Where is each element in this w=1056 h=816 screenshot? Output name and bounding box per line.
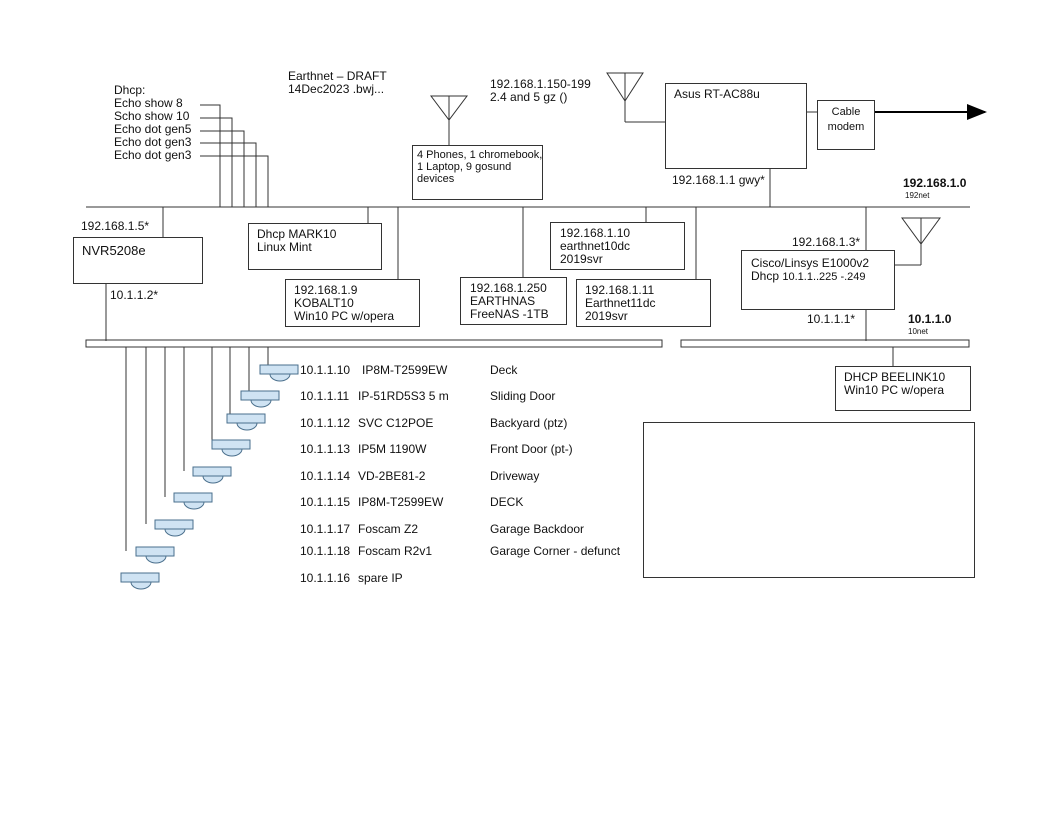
camera-location: Driveway [490, 469, 540, 483]
cisco-router-box: Cisco/Linsys E1000v2 Dhcp 10.1.1..225 -.… [741, 250, 895, 310]
camera-ip: 10.1.1.15 [300, 495, 351, 509]
router-gateway: 192.168.1.1 gwy* [672, 173, 765, 187]
diagram-date: 14Dec2023 .bwj... [288, 82, 385, 96]
camera-location: Deck [490, 363, 518, 377]
camera-model: spare IP [358, 571, 403, 585]
bus-10net-left [85, 339, 663, 348]
earthnas-line: FreeNAS -1TB [470, 307, 549, 321]
camera-ip: 10.1.1.11 [300, 389, 350, 403]
earthnet10dc-line: earthnet10dc [560, 239, 631, 253]
earthnas-line: EARTHNAS [470, 294, 536, 308]
camera-model: IP8M-T2599EW [358, 495, 444, 509]
earthnas-line: 192.168.1.250 [470, 281, 547, 295]
dhcp-list-item: Echo show 8 [114, 96, 183, 110]
wifi-bands: 2.4 and 5 gz () [490, 90, 568, 104]
dhcp-list-item: Echo dot gen3 [114, 148, 192, 162]
earthnet11dc-line: 192.168.1.11 [585, 283, 655, 297]
dhcp-list-item: Dhcp: [114, 83, 146, 97]
net10-sublabel: 10net [908, 327, 929, 336]
net10-label: 10.1.1.0 [908, 312, 952, 326]
kobalt10-line: Win10 PC w/opera [294, 309, 395, 323]
cisco-ip-10: 10.1.1.1* [807, 312, 856, 326]
camera-ip: 10.1.1.10 [300, 363, 351, 377]
earthnet11dc-line: Earthnet11dc [585, 296, 656, 310]
nvr-ip-10: 10.1.1.2* [110, 288, 159, 302]
earthnet11dc-box: 192.168.1.11 Earthnet11dc 2019svr [576, 279, 711, 327]
earthnet10dc-line: 192.168.1.10 [560, 226, 631, 240]
earthnet10dc-box: 192.168.1.10 earthnet10dc 2019svr [550, 222, 685, 270]
camera-model: Foscam Z2 [358, 522, 419, 536]
mark10-line: Dhcp MARK10 [257, 227, 337, 241]
camera-model: IP8M-T2599EW [362, 363, 448, 377]
camera-model: IP5M 1190W [358, 442, 427, 456]
camera-icon [226, 413, 266, 431]
camera-model: VD-2BE81-2 [358, 469, 426, 483]
blank-notes-box [643, 422, 975, 578]
camera-ip: 10.1.1.16 [300, 571, 351, 585]
camera-model: Foscam R2v1 [358, 544, 433, 558]
earthnet10dc-line: 2019svr [560, 252, 603, 266]
modem-label: Cable [831, 106, 861, 118]
nvr-ip-192: 192.168.1.5* [81, 219, 150, 233]
router-box: Asus RT-AC88u [665, 83, 807, 169]
router-name: Asus RT-AC88u [674, 87, 760, 101]
kobalt10-line: 192.168.1.9 [294, 283, 358, 297]
camera-icon [120, 572, 160, 590]
camera-ip: 10.1.1.18 [300, 544, 351, 558]
dhcp-list-item: Scho show 10 [114, 109, 190, 123]
camera-ip: 10.1.1.12 [300, 416, 351, 430]
beelink10-box: DHCP BEELINK10 Win10 PC w/opera [835, 366, 971, 411]
camera-icon [154, 519, 194, 537]
wifi-range: 192.168.1.150-199 [490, 77, 591, 91]
modem-label: modem [827, 121, 865, 133]
cisco-ip-192: 192.168.1.3* [792, 235, 861, 249]
camera-location: Sliding Door [490, 389, 556, 403]
cisco-dhcp: Dhcp 10.1.1..225 -.249 [751, 269, 885, 284]
cisco-dhcp-range: 10.1.1..225 -.249 [782, 271, 866, 283]
camera-icon [211, 439, 251, 457]
cable-modem-box: Cable modem [817, 100, 875, 150]
earthnet11dc-line: 2019svr [585, 309, 628, 323]
camera-icon [240, 390, 280, 408]
camera-icon [135, 546, 175, 564]
camera-ip: 10.1.1.14 [300, 469, 351, 483]
earthnas-box: 192.168.1.250 EARTHNAS FreeNAS -1TB [460, 277, 567, 325]
diagram-title: Earthnet – DRAFT [288, 69, 387, 83]
beelink10-line: Win10 PC w/opera [844, 383, 945, 397]
net192-label: 192.168.1.0 [903, 176, 967, 190]
beelink10-line: DHCP BEELINK10 [844, 370, 946, 384]
kobalt10-box: 192.168.1.9 KOBALT10 Win10 PC w/opera [285, 279, 420, 327]
camera-ip: 10.1.1.17 [300, 522, 351, 536]
nvr-box: NVR5208e [73, 237, 203, 284]
camera-location: Backyard (ptz) [490, 416, 568, 430]
camera-icon [259, 364, 299, 382]
dhcp-list-item: Echo dot gen3 [114, 135, 192, 149]
kobalt10-line: KOBALT10 [294, 296, 354, 310]
devices-line: devices [417, 173, 455, 185]
camera-icon [192, 466, 232, 484]
mark10-box: Dhcp MARK10 Linux Mint [248, 223, 382, 270]
nvr-name: NVR5208e [82, 243, 146, 258]
camera-location: Front Door (pt-) [490, 442, 573, 456]
wireless-devices-box: 4 Phones, 1 chromebook, 1 Laptop, 9 gosu… [412, 145, 543, 200]
camera-model: IP-51RD5S3 5 m [358, 389, 449, 403]
camera-location: Garage Corner - defunct [490, 544, 621, 558]
cisco-dhcp-label: Dhcp [751, 269, 780, 283]
camera-ip: 10.1.1.13 [300, 442, 351, 456]
mark10-line: Linux Mint [257, 240, 312, 254]
devices-line: 4 Phones, 1 chromebook, [417, 149, 543, 161]
net192-sublabel: 192net [905, 191, 930, 200]
cisco-name: Cisco/Linsys E1000v2 [751, 256, 870, 270]
dhcp-list-item: Echo dot gen5 [114, 122, 192, 136]
bus-10net-right [680, 339, 970, 348]
camera-model: SVC C12POE [358, 416, 434, 430]
camera-location: DECK [490, 495, 524, 509]
devices-line: 1 Laptop, 9 gosund [417, 161, 512, 173]
camera-location: Garage Backdoor [490, 522, 585, 536]
camera-icon [173, 492, 213, 510]
